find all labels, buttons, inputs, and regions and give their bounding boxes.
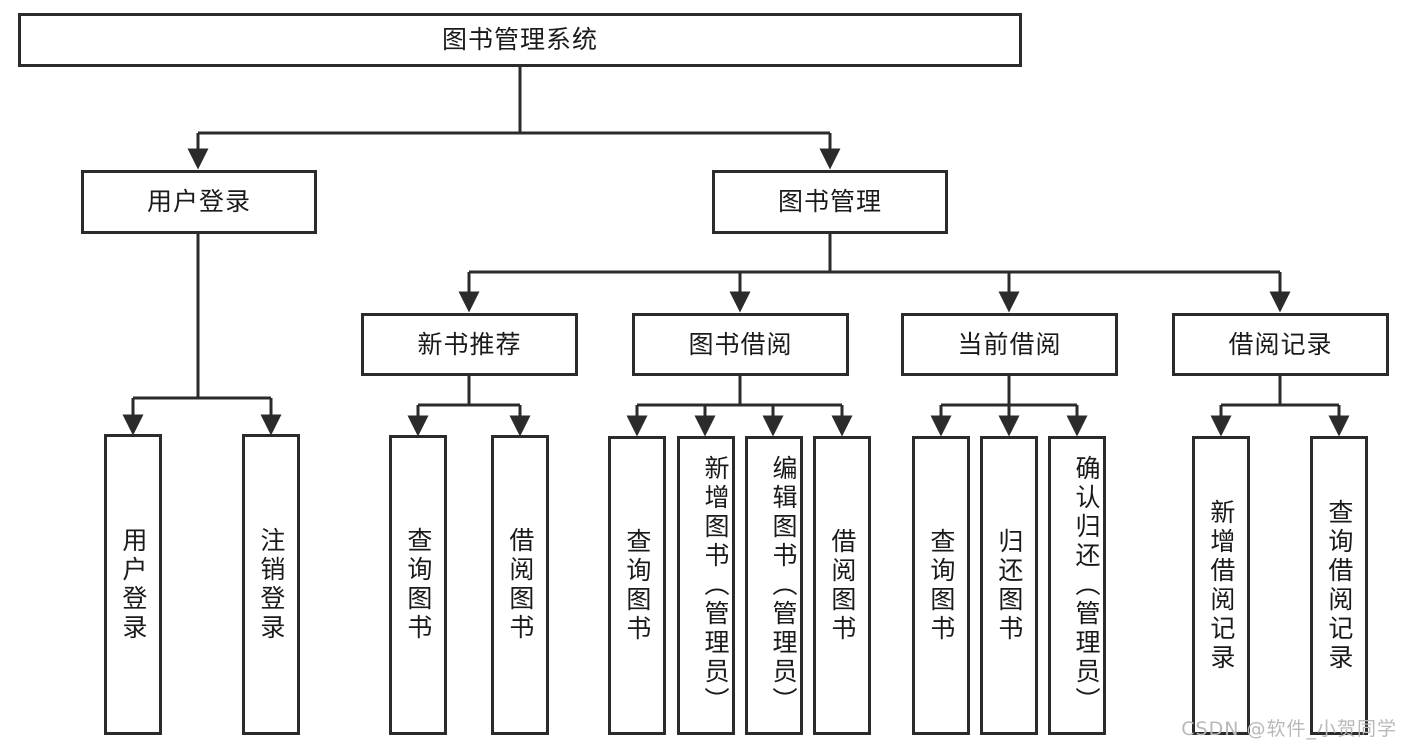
leaf-add-book-admin[interactable]: 新增图书（管理员） (677, 436, 735, 735)
leaf-confirm-return-admin-label: 确认归还（管理员） (1072, 455, 1101, 716)
node-root-label: 图书管理系统 (441, 25, 598, 54)
leaf-query-book-3-label: 查询图书 (926, 527, 956, 644)
node-user-login-label: 用户登录 (146, 187, 251, 216)
node-new-book-recommend[interactable]: 新书推荐 (361, 313, 578, 376)
leaf-logout-login[interactable]: 注销登录 (242, 434, 300, 735)
leaf-edit-book-admin[interactable]: 编辑图书（管理员） (745, 436, 803, 735)
leaf-borrow-book-2[interactable]: 借阅图书 (813, 436, 871, 735)
leaf-query-book-2[interactable]: 查询图书 (608, 436, 666, 735)
node-book-management-label: 图书管理 (777, 187, 882, 216)
node-book-management[interactable]: 图书管理 (712, 170, 948, 234)
leaf-add-borrow-record-label: 新增借阅记录 (1206, 498, 1236, 673)
node-book-borrow[interactable]: 图书借阅 (632, 313, 849, 376)
leaf-borrow-book-1[interactable]: 借阅图书 (491, 435, 549, 735)
leaf-user-login[interactable]: 用户登录 (104, 434, 162, 735)
leaf-return-book[interactable]: 归还图书 (980, 436, 1038, 735)
leaf-query-borrow-record-label: 查询借阅记录 (1324, 498, 1354, 673)
node-user-login[interactable]: 用户登录 (81, 170, 317, 234)
leaf-query-book-2-label: 查询图书 (622, 527, 652, 644)
leaf-query-book-3[interactable]: 查询图书 (912, 436, 970, 735)
leaf-borrow-book-2-label: 借阅图书 (827, 527, 857, 644)
node-book-borrow-label: 图书借阅 (688, 329, 793, 359)
leaf-logout-login-label: 注销登录 (256, 526, 286, 643)
node-borrow-record-label: 借阅记录 (1228, 329, 1333, 359)
node-current-borrow-label: 当前借阅 (957, 329, 1062, 359)
leaf-query-borrow-record[interactable]: 查询借阅记录 (1310, 436, 1368, 735)
node-current-borrow[interactable]: 当前借阅 (901, 313, 1118, 376)
leaf-confirm-return-admin[interactable]: 确认归还（管理员） (1048, 436, 1106, 735)
leaf-add-book-admin-label: 新增图书（管理员） (701, 455, 730, 716)
watermark-text: CSDN @软件_小贺同学 (1181, 718, 1397, 740)
leaf-return-book-label: 归还图书 (994, 527, 1024, 644)
node-new-book-recommend-label: 新书推荐 (417, 329, 522, 359)
leaf-borrow-book-1-label: 借阅图书 (505, 527, 535, 643)
node-borrow-record[interactable]: 借阅记录 (1172, 313, 1389, 376)
leaf-query-book-1[interactable]: 查询图书 (389, 435, 447, 735)
leaf-edit-book-admin-label: 编辑图书（管理员） (769, 455, 798, 716)
leaf-user-login-label: 用户登录 (118, 526, 148, 643)
leaf-query-book-1-label: 查询图书 (403, 527, 433, 643)
node-root[interactable]: 图书管理系统 (18, 13, 1022, 67)
leaf-add-borrow-record[interactable]: 新增借阅记录 (1192, 436, 1250, 735)
